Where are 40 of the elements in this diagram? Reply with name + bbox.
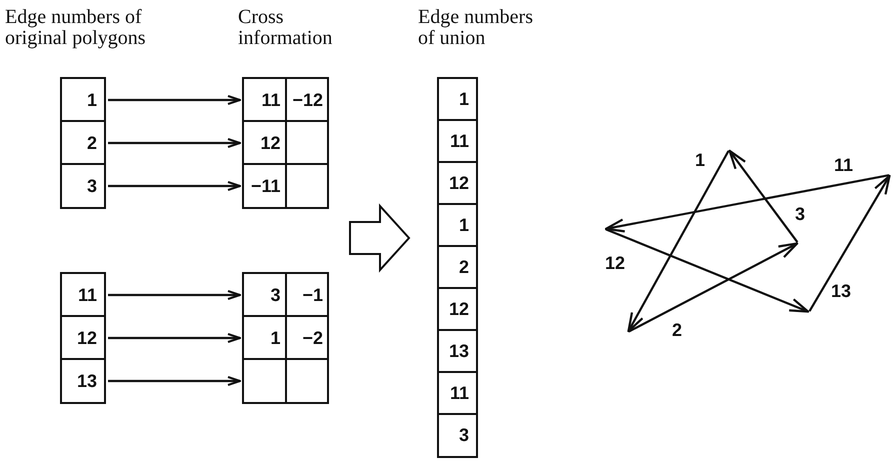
edge-number: 12 xyxy=(605,253,626,274)
column-heading: Cross information xyxy=(238,7,334,49)
table-cell: 11 xyxy=(437,371,478,416)
table-cell-text: −2 xyxy=(301,326,324,350)
edge-number: 11 xyxy=(834,155,854,176)
table-cell: 11 xyxy=(60,272,106,318)
edge-number: 2 xyxy=(672,320,682,341)
table-cell: 1 xyxy=(437,203,478,248)
table-cell: 12 xyxy=(437,161,478,206)
table-cell: 12 xyxy=(60,315,106,361)
arrow xyxy=(108,290,241,300)
table-cell: 2 xyxy=(437,245,478,290)
table-cell: 3 xyxy=(437,413,478,458)
table-cell-text: −12 xyxy=(291,88,324,112)
table-row xyxy=(242,272,329,318)
table-cell: 2 xyxy=(60,120,106,166)
table-cell: 13 xyxy=(437,329,478,374)
arrow xyxy=(108,95,241,105)
table-cell: 13 xyxy=(60,358,106,404)
table-row xyxy=(242,163,329,209)
edge-number: 1 xyxy=(695,150,706,171)
table-cell: 1 xyxy=(437,77,478,122)
arrow xyxy=(108,333,241,343)
table-cell: 3 xyxy=(60,163,106,209)
arrow xyxy=(108,376,241,386)
table-row xyxy=(242,120,329,166)
column-heading: Edge numbers of union xyxy=(418,7,534,49)
table-cell-text: −1 xyxy=(301,284,324,306)
table-cell: −11 xyxy=(244,165,286,207)
arrow xyxy=(108,181,241,191)
table-row xyxy=(242,77,329,123)
table-cell: 12 xyxy=(437,287,478,332)
table-row xyxy=(242,315,329,361)
table-cell: 11 xyxy=(437,119,478,164)
column-heading: Edge numbers of original polygons xyxy=(5,7,147,49)
edge-number: 3 xyxy=(795,204,806,225)
arrow xyxy=(108,138,241,148)
table-cell: 1 xyxy=(60,77,106,123)
edge-number: 13 xyxy=(831,281,852,302)
empty-table-row xyxy=(242,358,329,404)
